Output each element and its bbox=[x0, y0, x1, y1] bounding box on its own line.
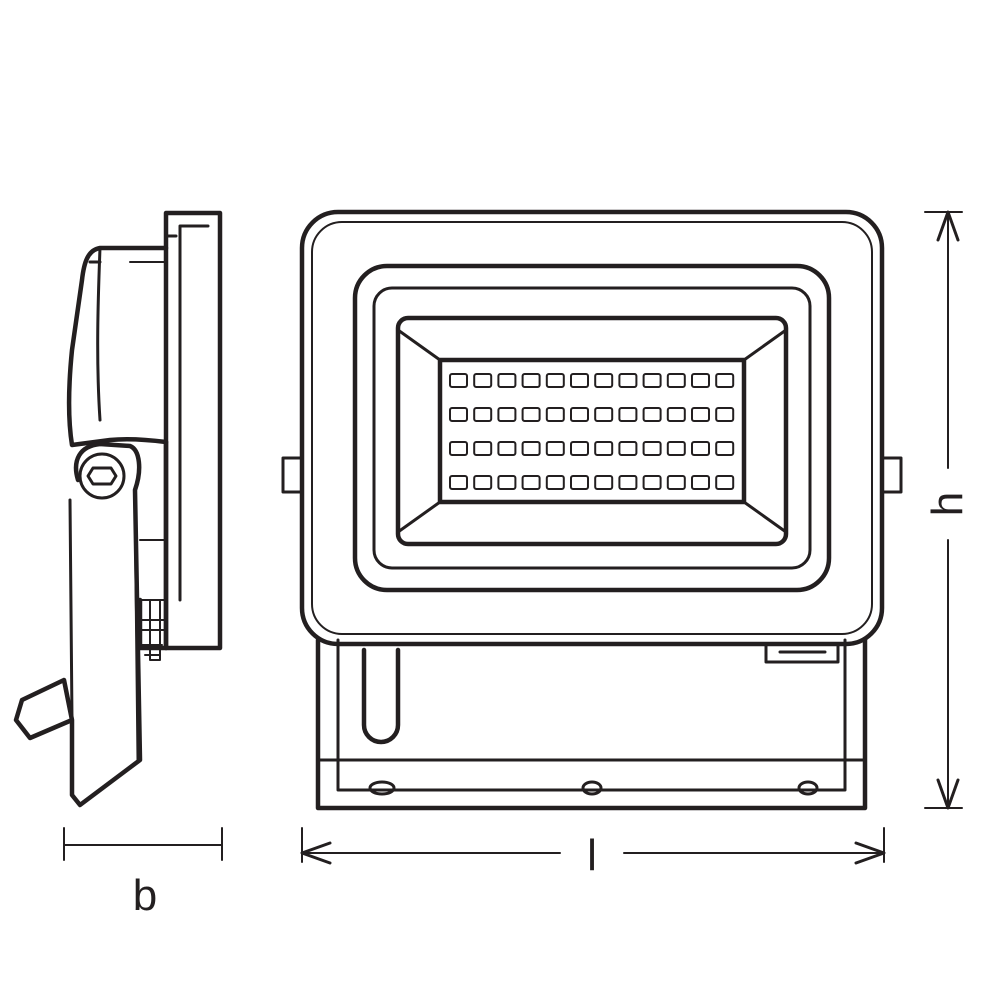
led-chip bbox=[521, 441, 541, 456]
led-chip bbox=[618, 475, 638, 490]
bracket-hole-left bbox=[368, 780, 396, 796]
bracket-slot bbox=[361, 647, 401, 745]
front-view-mounting-bracket bbox=[315, 637, 868, 811]
dimension-length-label: l bbox=[587, 831, 597, 880]
bracket-hole-center bbox=[581, 780, 603, 796]
led-chip bbox=[473, 373, 493, 388]
led-chip bbox=[618, 373, 638, 388]
led-chip bbox=[545, 407, 565, 422]
housing-outer bbox=[299, 209, 885, 647]
led-panel-frame bbox=[395, 315, 789, 547]
housing-tab-left bbox=[281, 456, 304, 494]
dimension-width: b bbox=[63, 827, 223, 920]
side-view-housing bbox=[66, 245, 169, 448]
led-chip bbox=[497, 475, 517, 490]
led-chip bbox=[666, 441, 686, 456]
led-chip bbox=[715, 441, 735, 456]
led-chip bbox=[618, 441, 638, 456]
arrow-up-icon bbox=[936, 210, 960, 242]
led-chip bbox=[642, 407, 662, 422]
led-chip bbox=[666, 373, 686, 388]
led-chip bbox=[642, 441, 662, 456]
led-chip bbox=[691, 373, 710, 388]
led-chip bbox=[449, 407, 468, 422]
bracket-hole-right bbox=[797, 780, 819, 796]
led-chip bbox=[666, 407, 686, 422]
front-view bbox=[281, 209, 903, 811]
led-chip bbox=[691, 475, 710, 490]
led-chip bbox=[594, 407, 614, 422]
led-chip bbox=[449, 475, 468, 490]
led-chip bbox=[473, 475, 493, 490]
led-chip bbox=[570, 373, 589, 388]
led-chip bbox=[570, 475, 589, 490]
led-chip bbox=[666, 475, 686, 490]
led-chip bbox=[497, 407, 517, 422]
led-chip bbox=[594, 475, 614, 490]
led-chip bbox=[449, 441, 468, 456]
led-chip bbox=[497, 441, 517, 456]
led-chip bbox=[521, 475, 541, 490]
bezel-outer bbox=[352, 263, 832, 593]
led-chip bbox=[570, 407, 589, 422]
led-chip bbox=[618, 407, 638, 422]
side-view-front-bezel bbox=[163, 210, 223, 651]
arrow-down-icon bbox=[936, 778, 960, 810]
led-chip bbox=[691, 441, 710, 456]
led-chip bbox=[691, 407, 710, 422]
led-chip bbox=[570, 441, 589, 456]
led-chip bbox=[715, 475, 735, 490]
led-chip bbox=[545, 373, 565, 388]
hinge-bolt-icon bbox=[78, 452, 126, 500]
led-grid bbox=[449, 373, 735, 490]
led-chip bbox=[521, 407, 541, 422]
led-chip bbox=[642, 475, 662, 490]
side-view bbox=[13, 210, 223, 808]
dimension-width-label: b bbox=[133, 871, 157, 920]
led-chip bbox=[594, 441, 614, 456]
led-chip bbox=[642, 373, 662, 388]
led-chip bbox=[497, 373, 517, 388]
led-chip bbox=[715, 407, 735, 422]
dimension-height: h bbox=[923, 210, 972, 810]
led-chip bbox=[521, 373, 541, 388]
arrow-right-icon bbox=[854, 841, 886, 865]
arrow-left-icon bbox=[300, 841, 332, 865]
housing-tab-right bbox=[880, 456, 903, 494]
led-chip bbox=[449, 373, 468, 388]
dimension-length: l bbox=[300, 827, 886, 880]
cable-gland bbox=[764, 643, 840, 664]
led-chip bbox=[594, 373, 614, 388]
led-chip bbox=[715, 373, 735, 388]
led-chip bbox=[545, 441, 565, 456]
led-chip bbox=[473, 441, 493, 456]
side-view-bracket bbox=[13, 441, 143, 808]
led-chip bbox=[473, 407, 493, 422]
dimension-height-label: h bbox=[923, 492, 972, 516]
led-window bbox=[437, 357, 747, 505]
led-chip bbox=[545, 475, 565, 490]
